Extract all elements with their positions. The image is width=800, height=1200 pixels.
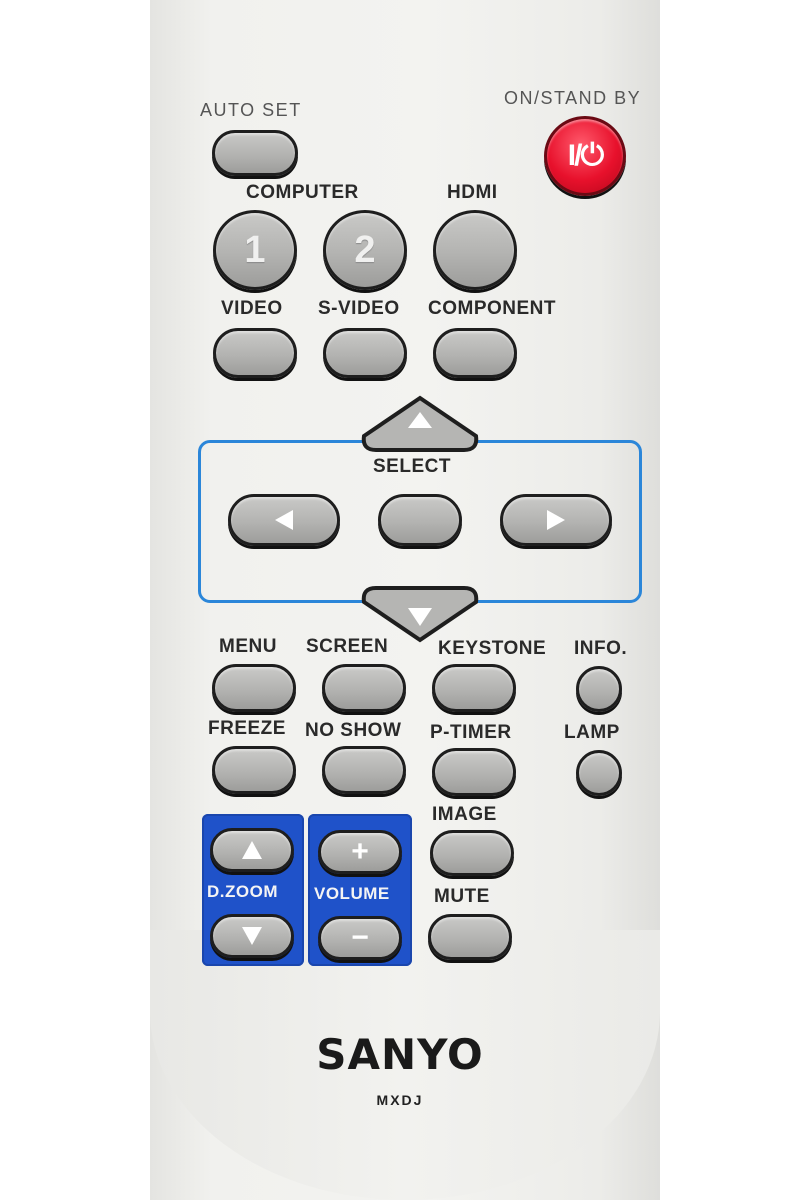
no-show-button[interactable]: [322, 746, 406, 794]
image-button[interactable]: [430, 830, 514, 876]
plus-icon: +: [351, 835, 369, 868]
hdmi-label: HDMI: [447, 182, 498, 203]
auto-set-label: AUTO SET: [200, 100, 302, 120]
d-zoom-up-button[interactable]: [210, 828, 294, 872]
triangle-up-icon: [408, 412, 432, 428]
computer-1-number: 1: [244, 228, 266, 271]
volume-up-button[interactable]: +: [318, 830, 402, 874]
component-button[interactable]: [433, 328, 517, 378]
mute-label: MUTE: [434, 886, 490, 907]
triangle-down-icon: [242, 927, 262, 945]
p-timer-button[interactable]: [432, 748, 516, 796]
freeze-button[interactable]: [212, 746, 296, 794]
computer-label: COMPUTER: [246, 182, 359, 203]
triangle-down-icon: [408, 608, 432, 626]
video-button[interactable]: [213, 328, 297, 378]
triangle-left-icon: [275, 510, 293, 530]
screen-label: SCREEN: [306, 636, 389, 657]
s-video-button[interactable]: [323, 328, 407, 378]
info-button[interactable]: [576, 666, 622, 712]
select-label: SELECT: [373, 456, 451, 477]
keystone-button[interactable]: [432, 664, 516, 712]
down-button[interactable]: [360, 582, 480, 644]
minus-icon: −: [351, 921, 369, 954]
d-zoom-label: D.ZOOM: [207, 882, 278, 901]
d-zoom-down-button[interactable]: [210, 914, 294, 958]
auto-set-button[interactable]: [212, 130, 298, 176]
model-number: MXDJ: [376, 1092, 424, 1108]
s-video-label: S-VIDEO: [318, 298, 400, 319]
screen-button[interactable]: [322, 664, 406, 712]
right-button[interactable]: [500, 494, 612, 546]
menu-label: MENU: [219, 636, 277, 657]
lamp-label: LAMP: [564, 722, 620, 743]
triangle-up-icon: [242, 841, 262, 859]
video-label: VIDEO: [221, 298, 283, 319]
image-label: IMAGE: [432, 804, 497, 825]
lamp-button[interactable]: [576, 750, 622, 796]
no-show-label: NO SHOW: [305, 720, 402, 741]
mute-button[interactable]: [428, 914, 512, 960]
volume-label: VOLUME: [314, 884, 390, 903]
triangle-right-icon: [547, 510, 565, 530]
keystone-label: KEYSTONE: [438, 638, 547, 659]
power-button[interactable]: I/⏻: [544, 116, 626, 196]
select-button[interactable]: [378, 494, 462, 546]
computer-2-button[interactable]: 2: [323, 210, 407, 290]
power-icon: I/⏻: [567, 139, 604, 172]
hdmi-button[interactable]: [433, 210, 517, 290]
menu-button[interactable]: [212, 664, 296, 712]
up-button[interactable]: [360, 394, 480, 456]
on-standby-label: ON/STAND BY: [504, 88, 642, 108]
computer-2-number: 2: [354, 228, 376, 271]
component-label: COMPONENT: [428, 298, 556, 319]
brand-logo: SANYO: [316, 1030, 484, 1079]
p-timer-label: P-TIMER: [430, 722, 512, 743]
info-label: INFO.: [574, 638, 628, 659]
left-button[interactable]: [228, 494, 340, 546]
freeze-label: FREEZE: [208, 718, 286, 739]
volume-down-button[interactable]: −: [318, 916, 402, 960]
computer-1-button[interactable]: 1: [213, 210, 297, 290]
